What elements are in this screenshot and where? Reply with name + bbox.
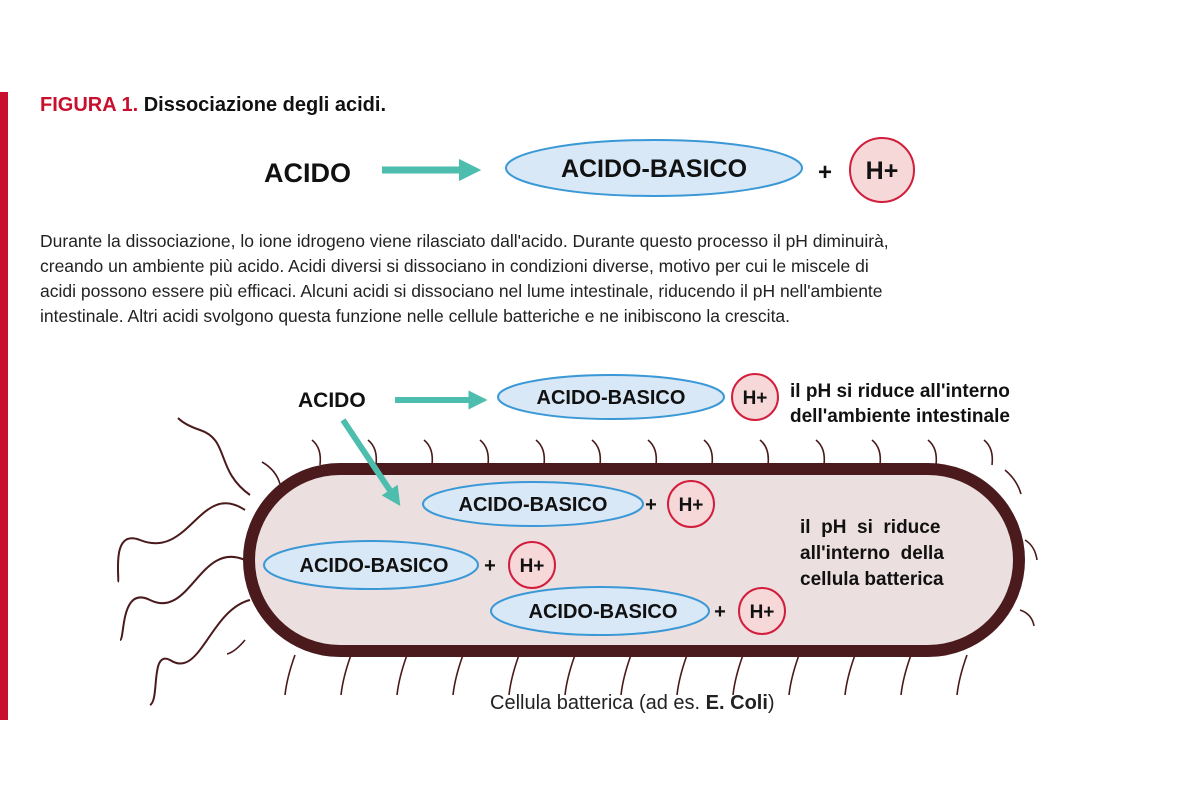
- figure-title: FIGURA 1. Dissociazione degli acidi.: [40, 94, 386, 116]
- ion-circle: [738, 587, 786, 635]
- outside-reaction: ACIDO ACIDO-BASICO H+ il pH si riduce al…: [298, 373, 1010, 506]
- inside-base: ACIDO-BASICO: [300, 555, 449, 577]
- pilus: [423, 439, 434, 466]
- pilus: [340, 654, 352, 696]
- pilus: [844, 654, 856, 696]
- inside-reaction: ACIDO-BASICO + H+: [490, 586, 786, 636]
- inside-note: cellula batterica: [800, 569, 944, 590]
- flagella: [116, 417, 251, 706]
- pilus: [311, 439, 322, 466]
- outside-note: il pH si riduce all'interno: [790, 381, 1010, 402]
- pilus: [1024, 539, 1038, 561]
- inside-note: il pH si riduce: [800, 517, 940, 538]
- pilus: [703, 439, 714, 466]
- arrow-icon: [340, 418, 401, 506]
- inside-note: all'interno della: [800, 543, 944, 564]
- pilus: [620, 654, 632, 696]
- pilus: [759, 439, 770, 466]
- pilus: [396, 654, 408, 696]
- equation: ACIDO ACIDO-BASICO + H+: [264, 137, 915, 203]
- pilus: [261, 461, 281, 485]
- pilus: [676, 654, 688, 696]
- paragraph-line: acidi possono essere più efficaci. Alcun…: [40, 281, 883, 301]
- pilus: [788, 654, 800, 696]
- pilus: [367, 439, 378, 466]
- pilus: [956, 654, 968, 696]
- pilus: [1004, 469, 1022, 495]
- description-paragraph: Durante la dissociazione, lo ione idroge…: [40, 231, 889, 326]
- cell-caption: Cellula batterica (ad es. E. Coli): [490, 692, 775, 714]
- pilus: [226, 639, 246, 655]
- inside-base: ACIDO-BASICO: [529, 601, 678, 623]
- outside-ion: H+: [743, 388, 768, 409]
- pilus: [900, 654, 912, 696]
- pilus: [927, 439, 938, 466]
- paragraph-line: intestinale. Altri acidi svolgono questa…: [40, 306, 790, 326]
- base-ellipse: [422, 481, 644, 527]
- base-ellipse: [497, 374, 725, 420]
- ion-circle: [849, 137, 915, 203]
- plus-sign: +: [818, 159, 832, 186]
- accent-bar: [0, 92, 8, 720]
- inside-reaction: ACIDO-BASICO + H+: [422, 480, 715, 528]
- outside-note: dell'ambiente intestinale: [790, 406, 1010, 427]
- ion-circle: [508, 541, 556, 589]
- base-ellipse: [263, 540, 479, 590]
- base-ellipse: [505, 139, 803, 197]
- equation-ion: H+: [866, 157, 899, 185]
- pilus: [732, 654, 744, 696]
- inside-ion: H+: [679, 495, 704, 516]
- inside-ion: H+: [750, 602, 775, 623]
- inside-base: ACIDO-BASICO: [459, 494, 608, 516]
- pilus: [564, 654, 576, 696]
- base-ellipse: [490, 586, 710, 636]
- plus-sign: +: [645, 494, 657, 516]
- inside-reaction: ACIDO-BASICO + H+: [263, 540, 556, 590]
- cell-pili: [226, 439, 1038, 696]
- equation-base: ACIDO-BASICO: [561, 155, 747, 183]
- inside-reactions: ACIDO-BASICO + H+ ACIDO-BASICO + H+ ACID…: [263, 480, 944, 636]
- pilus: [1019, 609, 1035, 627]
- pilus: [983, 439, 994, 466]
- pilus: [452, 654, 464, 696]
- pilus: [591, 439, 602, 466]
- paragraph-line: Durante la dissociazione, lo ione idroge…: [40, 231, 889, 251]
- plus-sign: +: [714, 601, 726, 623]
- ion-circle: [667, 480, 715, 528]
- pilus: [535, 439, 546, 466]
- paragraph-line: creando un ambiente più acido. Acidi div…: [40, 256, 869, 276]
- plus-sign: +: [484, 555, 496, 577]
- pilus: [871, 439, 882, 466]
- ion-circle: [731, 373, 779, 421]
- pilus: [647, 439, 658, 466]
- inside-ion: H+: [520, 556, 545, 577]
- pilus: [479, 439, 490, 466]
- pilus: [815, 439, 826, 466]
- diagram-acid: ACIDO: [298, 389, 366, 412]
- pilus: [284, 654, 296, 696]
- equation-acid: ACIDO: [264, 158, 351, 188]
- pilus: [508, 654, 520, 696]
- outside-base: ACIDO-BASICO: [537, 387, 686, 409]
